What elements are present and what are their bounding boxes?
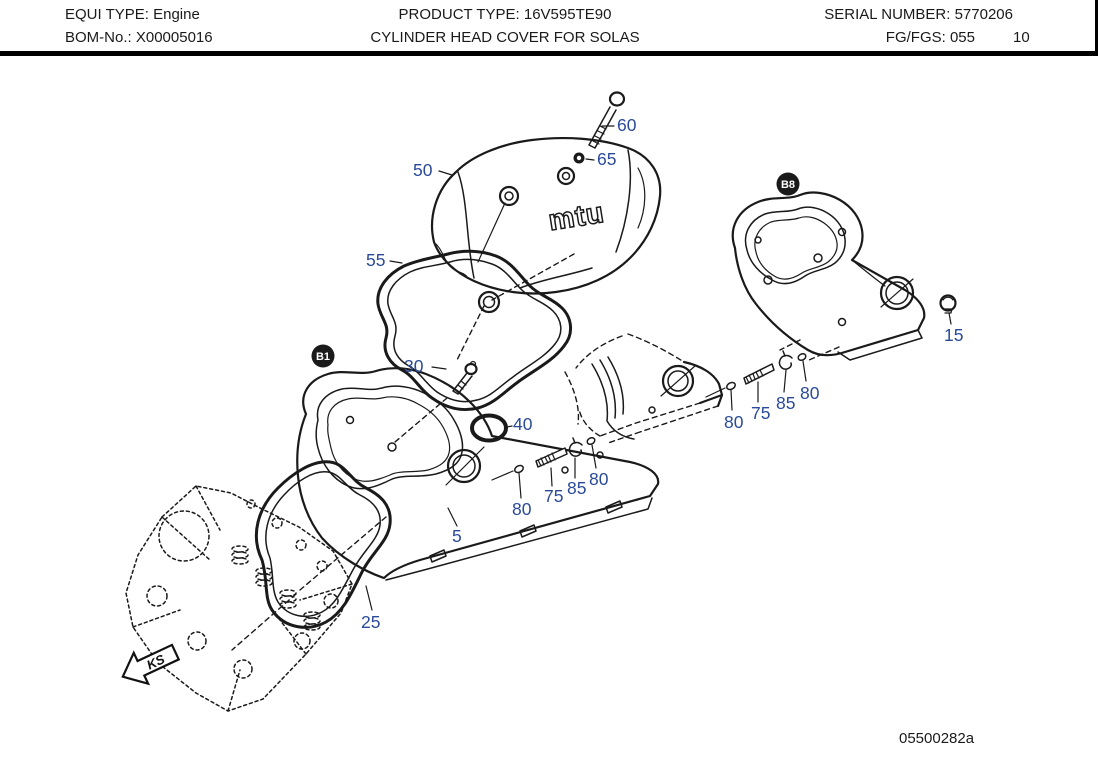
part-55-gasket-drawing (376, 249, 572, 412)
ks-label: KS (144, 651, 167, 672)
part-40-oring-drawing (470, 413, 513, 443)
middle-housing-drawing (564, 333, 726, 444)
header: EQUI TYPE: Engine PRODUCT TYPE: 16V595TE… (0, 0, 1098, 56)
part-25-gasket-drawing (254, 460, 392, 629)
badge-b1: B1 (311, 344, 335, 368)
callouts: 60 65 50 55 30 40 80 75 85 80 5 25 80 75… (361, 115, 963, 632)
badge-b8: B8 (776, 172, 800, 196)
page-title: CYLINDER HEAD COVER FOR SOLAS (370, 29, 640, 46)
bom-no-value: X00005016 (135, 29, 213, 46)
callout-5: 5 (452, 526, 462, 546)
callout-80-4: 80 (800, 383, 820, 403)
part-65-washer-drawing (573, 152, 595, 164)
serial-number-value: 5770206 (954, 6, 1013, 23)
serial-number-label: SERIAL NUMBER: (824, 6, 951, 23)
callout-60: 60 (617, 115, 637, 135)
product-type-field: PRODUCT TYPE: 16V595TE90 (330, 6, 680, 23)
bom-no-label: BOM-No.: (65, 29, 132, 46)
mtu-logo: mtu (546, 197, 606, 237)
part-30-bolt-drawing (431, 360, 478, 395)
fg-fgs-field: FG/FGS: 055 (780, 29, 975, 46)
page-number: 10 (1013, 29, 1030, 46)
fg-fgs-value: 055 (949, 29, 975, 46)
valve-springs (231, 545, 321, 631)
part-5-housing-drawing (296, 367, 660, 581)
part-b8-housing-drawing (731, 191, 926, 361)
svg-text:B1: B1 (316, 351, 330, 363)
callout-85-1: 85 (567, 478, 586, 498)
callout-15: 15 (944, 325, 963, 345)
header-right-border (1095, 0, 1098, 55)
assembly-axis-lower (231, 516, 387, 651)
drawing-number: 05500282a (899, 730, 975, 747)
equi-type-label: EQUI TYPE: (65, 6, 149, 23)
equi-type-value: Engine (153, 6, 200, 23)
callout-50: 50 (413, 160, 433, 180)
callout-65: 65 (597, 149, 616, 169)
callout-80-2: 80 (589, 469, 609, 489)
svg-text:B8: B8 (781, 179, 795, 191)
callout-25: 25 (361, 612, 380, 632)
assembly-axis-upper (394, 253, 575, 443)
callout-30: 30 (404, 356, 424, 376)
part-60-bolt-drawing (588, 91, 626, 149)
callout-80-3: 80 (724, 412, 744, 432)
callout-55: 55 (366, 250, 385, 270)
callout-75-1: 75 (544, 486, 563, 506)
fastener-group-left (491, 437, 597, 499)
callout-80-1: 80 (512, 499, 532, 519)
fastener-group-right (726, 346, 840, 411)
callout-40: 40 (513, 414, 533, 434)
part-50-cover-drawing: mtu (430, 136, 662, 295)
serial-number-field: SERIAL NUMBER: 5770206 (780, 6, 1013, 23)
part-15-plug-drawing (939, 294, 957, 325)
callout-75-2: 75 (751, 403, 770, 423)
cylinder-head-drawing (125, 485, 353, 712)
product-type-label: PRODUCT TYPE: (398, 6, 520, 23)
product-type-value: 16V595TE90 (523, 6, 612, 23)
bom-no-field: BOM-No.: X00005016 (65, 29, 213, 46)
fg-fgs-label: FG/FGS: (885, 29, 946, 46)
equi-type-field: EQUI TYPE: Engine (65, 6, 200, 23)
view-marker-ks-arrow: KS (121, 643, 181, 686)
callout-85-2: 85 (776, 393, 795, 413)
